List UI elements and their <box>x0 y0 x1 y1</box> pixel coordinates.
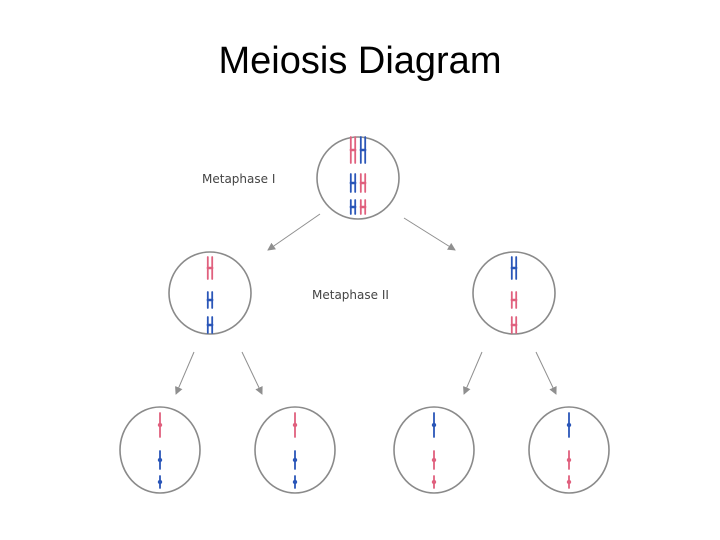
arrow-right-to-gamete-3 <box>463 351 483 395</box>
centromere <box>566 422 572 428</box>
gamete-3-chromosomes <box>431 412 437 489</box>
gamete-4-chromosomes <box>566 412 572 489</box>
arrow-left-to-gamete-2 <box>241 351 263 395</box>
gamete-cell-2 <box>254 406 336 494</box>
centromere <box>431 479 437 485</box>
daughter-cell-left <box>168 251 252 335</box>
gamete-cell-3 <box>393 406 475 494</box>
parent-cell <box>316 136 400 220</box>
centromere <box>157 422 163 428</box>
metaphase-ii-label: Metaphase II <box>312 288 389 302</box>
centromere <box>292 457 298 463</box>
gamete-2-chromosomes <box>292 412 298 489</box>
centromere <box>431 422 437 428</box>
parent-chromosomes <box>349 136 367 215</box>
centromere <box>292 422 298 428</box>
slide-title: Meiosis Diagram <box>218 40 502 82</box>
daughter-right-chromosomes <box>510 256 518 334</box>
centromere <box>431 457 437 463</box>
centromere <box>292 479 298 485</box>
centromere <box>566 479 572 485</box>
gamete-1-chromosomes <box>157 412 163 489</box>
arrow-left-to-gamete-1 <box>175 351 195 395</box>
centromere <box>566 457 572 463</box>
metaphase-i-label: Metaphase I <box>202 172 275 186</box>
daughter-left-chromosomes <box>206 256 214 334</box>
arrow-right-to-gamete-4 <box>535 351 557 395</box>
gamete-cell-1 <box>119 406 201 494</box>
daughter-cell-right <box>472 251 556 335</box>
arrow-parent-to-right <box>403 217 456 251</box>
arrow-parent-to-left <box>267 213 321 251</box>
gamete-cell-4 <box>528 406 610 494</box>
centromere <box>157 457 163 463</box>
centromere <box>157 479 163 485</box>
